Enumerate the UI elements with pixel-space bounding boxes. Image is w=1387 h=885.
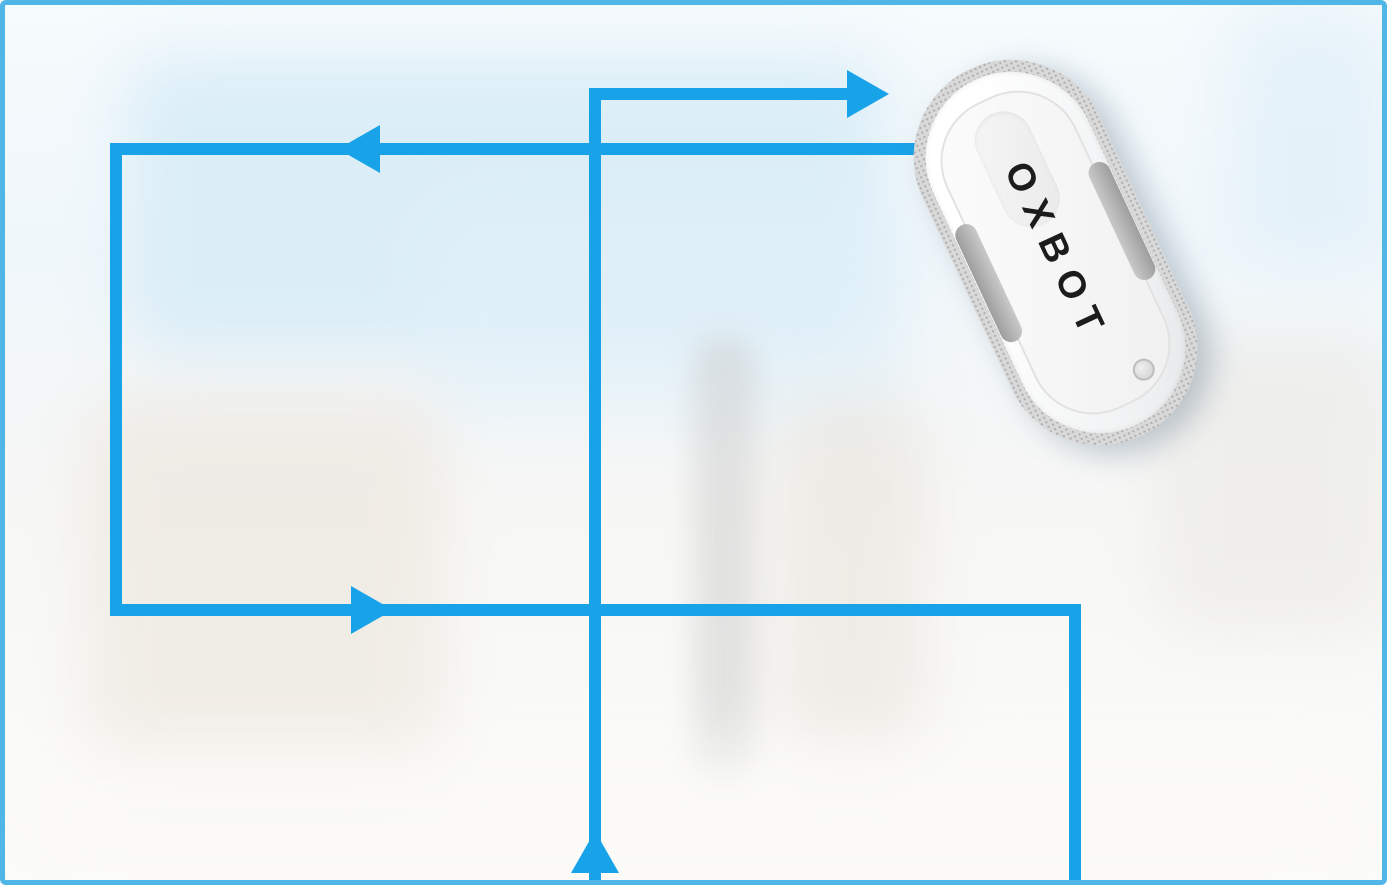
background-bottom-wash-blur <box>5 745 1382 880</box>
background-window-frame-blur <box>693 335 757 785</box>
robot-power-button <box>1129 355 1159 385</box>
arrow-right-icon <box>847 70 889 118</box>
background-building-mid-blur <box>775 395 925 765</box>
path-outer-loop <box>110 143 1081 880</box>
background-building-right-blur <box>1155 335 1382 635</box>
background-sky-right-blur <box>1230 5 1382 265</box>
arrow-right-icon <box>351 586 393 634</box>
background-haze-blur <box>425 205 905 425</box>
cleaning-path-diagram <box>110 70 1081 880</box>
path-top-and-center <box>589 88 853 880</box>
background-building-left-blur <box>85 395 445 785</box>
arrow-left-icon <box>338 125 380 173</box>
arrow-up-icon <box>571 831 619 873</box>
